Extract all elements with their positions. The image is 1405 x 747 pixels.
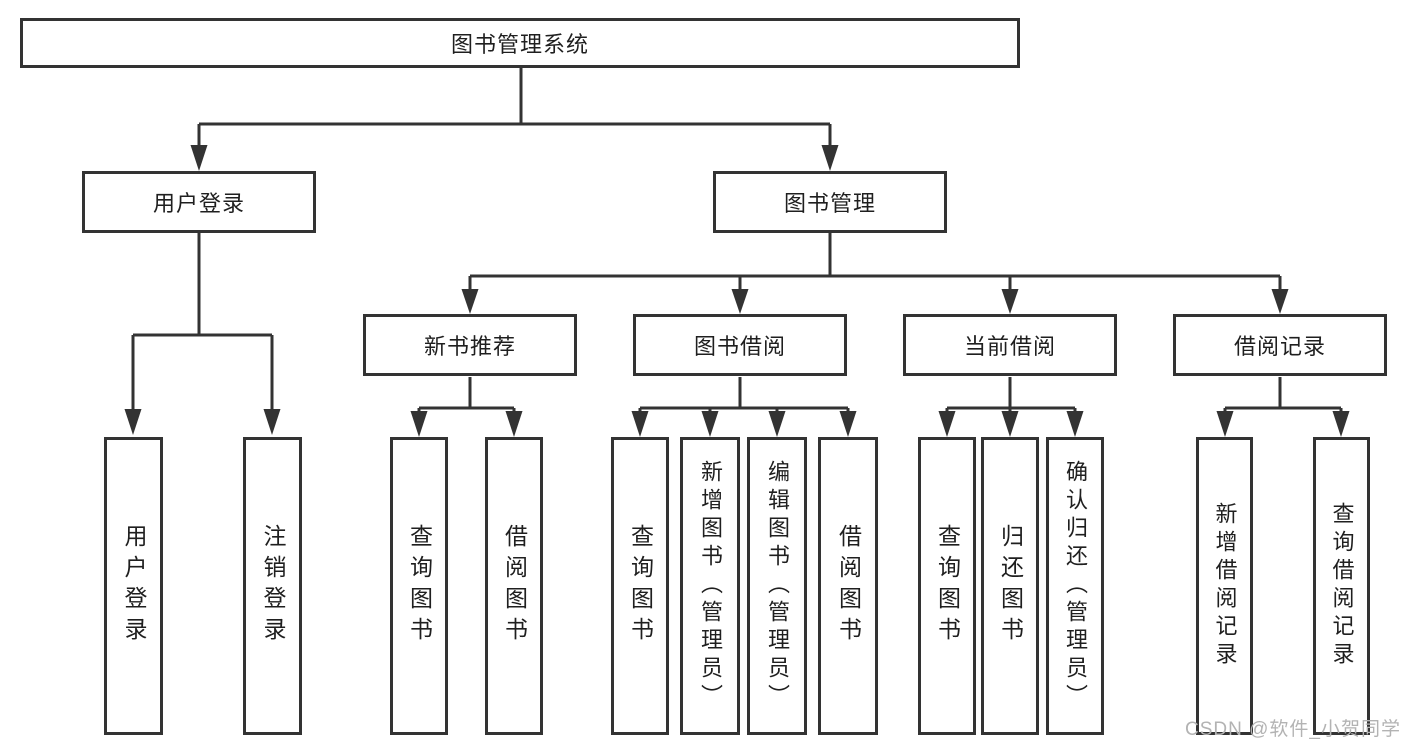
node-user-login: 用户登录 <box>82 171 316 233</box>
leaf-query-books-recommend-label: 查询图书 <box>406 524 433 648</box>
leaf-query-books-current: 查询图书 <box>918 437 976 735</box>
leaf-user-login: 用户登录 <box>104 437 163 735</box>
node-book-management-label: 图书管理 <box>783 191 876 216</box>
leaf-add-books-admin-label: 新增图书（管理员） <box>698 460 723 712</box>
leaf-query-books-recommend: 查询图书 <box>390 437 448 735</box>
node-book-borrowing-label: 图书借阅 <box>693 334 786 359</box>
leaf-query-borrow-record: 查询借阅记录 <box>1313 437 1370 735</box>
leaf-return-books-label: 归还图书 <box>997 524 1024 648</box>
leaf-query-books-borrow-label: 查询图书 <box>627 524 654 648</box>
leaf-edit-books-admin-label: 编辑图书（管理员） <box>765 460 790 712</box>
node-current-borrowing-label: 当前借阅 <box>963 334 1056 359</box>
node-borrow-records: 借阅记录 <box>1173 314 1387 376</box>
leaf-borrow-books: 借阅图书 <box>818 437 878 735</box>
leaf-borrow-books-recommend-label: 借阅图书 <box>501 524 528 648</box>
leaf-confirm-return-admin-label: 确认归还（管理员） <box>1063 460 1088 712</box>
node-new-book-recommend: 新书推荐 <box>363 314 577 376</box>
leaf-query-borrow-record-label: 查询借阅记录 <box>1329 502 1355 670</box>
node-current-borrowing: 当前借阅 <box>903 314 1117 376</box>
leaf-edit-books-admin: 编辑图书（管理员） <box>747 437 807 735</box>
leaf-add-books-admin: 新增图书（管理员） <box>680 437 740 735</box>
node-borrow-records-label: 借阅记录 <box>1233 334 1326 359</box>
leaf-logout: 注销登录 <box>243 437 302 735</box>
node-root-system: 图书管理系统 <box>20 18 1020 68</box>
arrowhead-icons <box>124 145 1350 437</box>
leaf-query-books-borrow: 查询图书 <box>611 437 669 735</box>
csdn-watermark: CSDN @软件_小贺同学 <box>1185 719 1401 740</box>
connector-lines <box>131 68 1343 417</box>
leaf-borrow-books-recommend: 借阅图书 <box>485 437 543 735</box>
leaf-add-borrow-record: 新增借阅记录 <box>1196 437 1253 735</box>
node-root-label: 图书管理系统 <box>450 32 589 57</box>
leaf-user-login-label: 用户登录 <box>121 524 147 648</box>
leaf-logout-label: 注销登录 <box>260 524 286 648</box>
node-book-borrowing: 图书借阅 <box>633 314 847 376</box>
leaf-borrow-books-label: 借阅图书 <box>835 524 862 648</box>
leaf-query-books-current-label: 查询图书 <box>934 524 961 648</box>
node-new-book-recommend-label: 新书推荐 <box>423 334 516 359</box>
leaf-confirm-return-admin: 确认归还（管理员） <box>1046 437 1104 735</box>
node-user-login-label: 用户登录 <box>152 191 245 216</box>
leaf-return-books: 归还图书 <box>981 437 1039 735</box>
node-book-management: 图书管理 <box>713 171 947 233</box>
leaf-add-borrow-record-label: 新增借阅记录 <box>1212 502 1238 670</box>
